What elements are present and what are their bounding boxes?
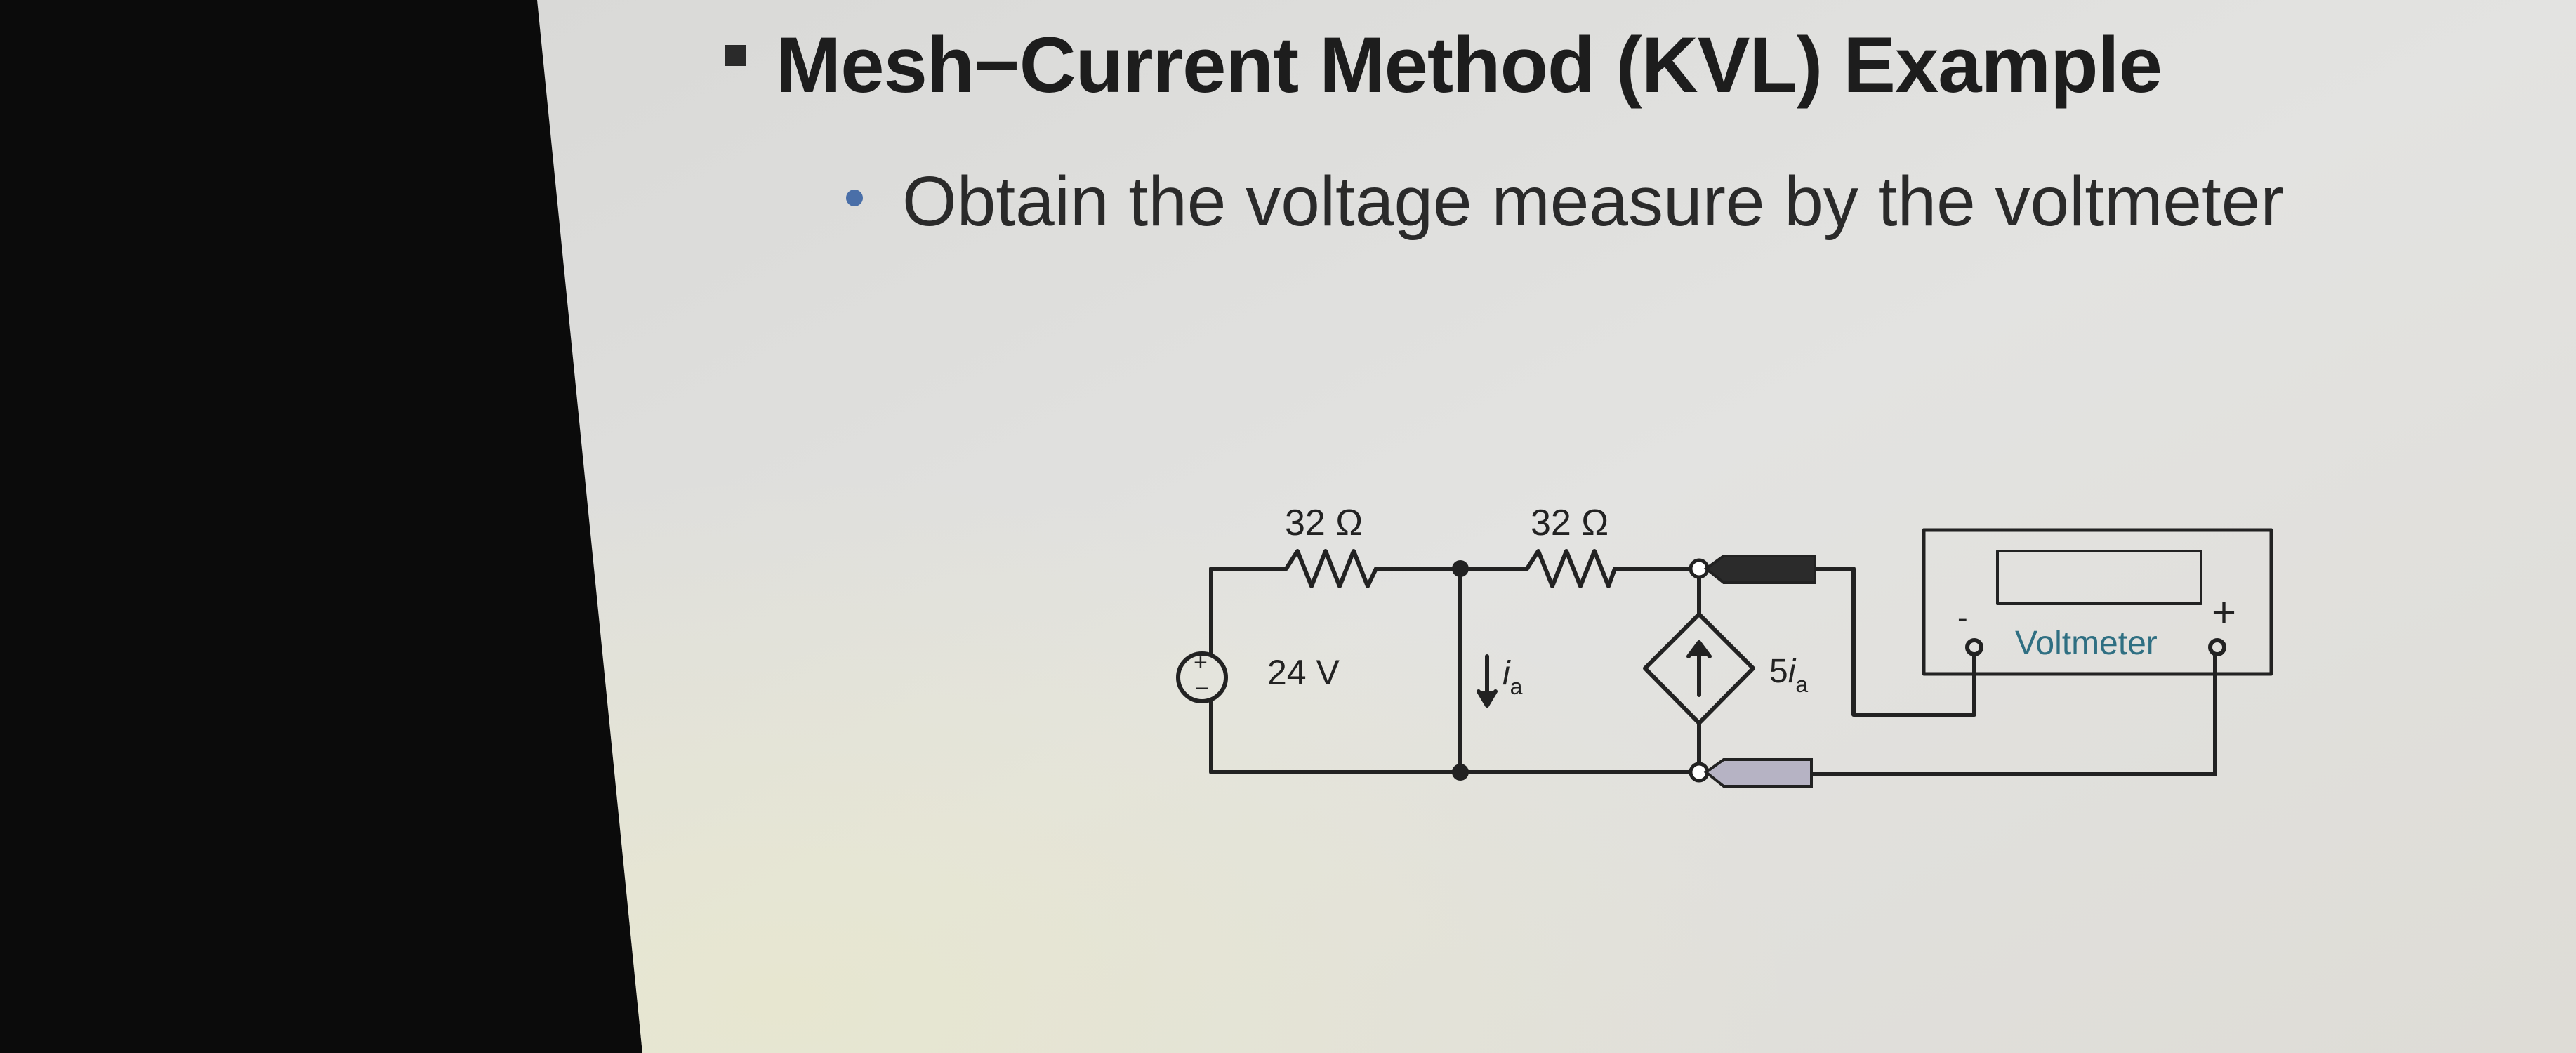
voltmeter-plus-sign: +	[2212, 589, 2236, 636]
probe-black	[1703, 555, 1816, 584]
wire-probe-pos	[1809, 652, 2217, 776]
voltage-source-label: 24 V	[1267, 653, 1340, 692]
current-label-ia: ia	[1502, 655, 1523, 699]
voltmeter-box	[1922, 528, 2273, 676]
slide-subtitle: Obtain the voltage measure by the voltme…	[902, 162, 2284, 241]
resistor-1	[1284, 549, 1378, 588]
dependent-source-label: 5ia	[1769, 653, 1808, 697]
voltage-source-plus: +	[1194, 649, 1208, 676]
dependent-current-source	[1643, 612, 1755, 725]
resistor-2-label: 32 Ω	[1531, 503, 1609, 543]
wire-probe-neg	[1809, 567, 1976, 717]
resistor-1-label: 32 Ω	[1285, 503, 1363, 543]
voltmeter-display	[1996, 550, 2202, 605]
voltmeter-label: Voltmeter	[2015, 625, 2158, 662]
subtitle-bullet	[846, 190, 863, 206]
title-bullet	[725, 45, 746, 66]
junction-bottom	[1452, 764, 1469, 781]
voltmeter-neg-terminal	[1965, 638, 1983, 656]
junction-top	[1452, 560, 1469, 577]
voltmeter-minus-sign: -	[1957, 601, 1968, 635]
voltmeter-pos-terminal	[2208, 638, 2226, 656]
probe-gray	[1703, 758, 1813, 788]
wire-left-bottom	[1209, 700, 1462, 774]
resistor-2	[1525, 549, 1617, 588]
voltage-source-minus: −	[1195, 675, 1209, 702]
voltage-source	[1176, 651, 1228, 703]
slide-title: Mesh−Current Method (KVL) Example	[776, 21, 2162, 109]
